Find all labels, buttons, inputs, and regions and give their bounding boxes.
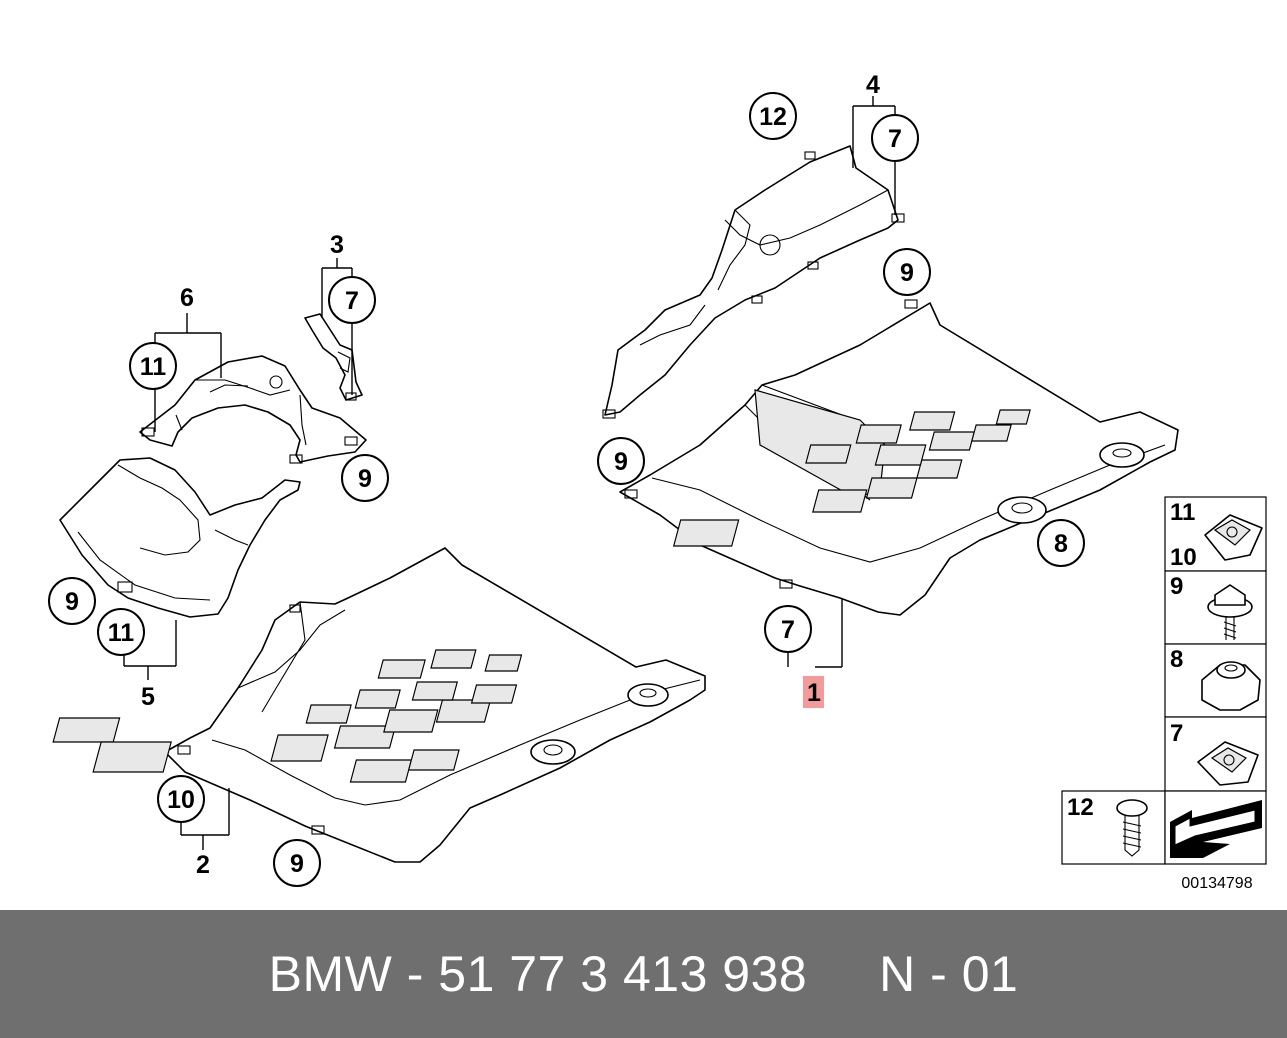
part-number-footer: BMW - 51 77 3 413 938 N - 01 <box>0 910 1287 1038</box>
fastener-legend: 11 10 9 8 7 12 <box>1061 496 1267 892</box>
callout-9-part2: 9 <box>290 850 304 878</box>
callout-10: 10 <box>167 786 195 814</box>
clip-nut-icon <box>1204 514 1263 561</box>
legend-7: 7 <box>1170 720 1183 747</box>
part-1-panel <box>619 299 1179 616</box>
callout-9-part6: 9 <box>358 465 372 493</box>
leader-lines <box>123 96 896 850</box>
parts-diagram: 12 4 7 9 9 8 7 1 6 11 3 7 9 9 <box>48 71 1267 892</box>
callout-9-part5: 9 <box>65 588 79 616</box>
callout-7-part3: 7 <box>345 287 359 315</box>
legend-9: 9 <box>1170 573 1183 600</box>
legend-10: 10 <box>1170 544 1197 571</box>
collar-screw-icon <box>1207 584 1253 640</box>
callout-4: 4 <box>866 71 880 99</box>
callout-2: 2 <box>196 851 210 879</box>
callout-5: 5 <box>141 683 155 711</box>
legend-11: 11 <box>1170 499 1195 526</box>
part-5-shield <box>59 457 301 618</box>
callout-6: 6 <box>180 284 194 312</box>
clip-nut-small-icon <box>1197 741 1259 786</box>
legend-12: 12 <box>1067 794 1094 821</box>
part-3-bracket <box>304 313 363 401</box>
callout-3: 3 <box>330 231 344 259</box>
callout-9-part1-top: 9 <box>900 259 914 287</box>
callout-11-part5: 11 <box>108 619 135 647</box>
part-number-label: BMW - 51 77 3 413 938 N - 01 <box>268 946 1019 1002</box>
drawing-number: 00134798 <box>1181 875 1252 892</box>
callout-7-part1: 7 <box>781 616 795 644</box>
part-2-panel <box>52 547 706 863</box>
callout-8: 8 <box>1054 530 1068 558</box>
legend-8: 8 <box>1170 646 1183 673</box>
callouts: 12 4 7 9 9 8 7 1 6 11 3 7 9 9 <box>48 71 1085 887</box>
part-4-shield <box>602 145 905 419</box>
callout-1: 1 <box>807 679 821 707</box>
callout-12: 12 <box>759 103 787 131</box>
callout-9-part1-left: 9 <box>614 448 628 476</box>
callout-11-part6: 11 <box>140 353 167 381</box>
direction-arrow-icon <box>1170 800 1262 858</box>
hex-nut-icon <box>1201 661 1261 711</box>
screw-icon <box>1116 799 1148 857</box>
callout-7-part4: 7 <box>888 125 902 153</box>
part-6-shield <box>139 355 367 464</box>
